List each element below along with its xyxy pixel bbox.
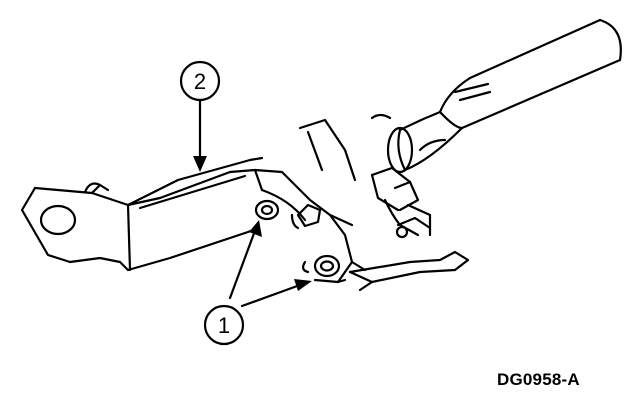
arrowhead-1b [294, 279, 312, 291]
fastener-lower [301, 254, 341, 278]
callout-circle-2 [179, 60, 221, 102]
upper-bracket-tab [298, 118, 357, 182]
callout-label-2: 2 [194, 69, 206, 94]
bracket-arm [20, 156, 264, 272]
callout-circle-1 [203, 304, 245, 346]
callout-label-1: 1 [218, 313, 230, 338]
arrowhead-1a [249, 220, 262, 237]
callout-leaders [198, 98, 302, 308]
arrowhead-2 [193, 156, 207, 172]
mounting-plate [253, 168, 367, 284]
lever-arm [348, 250, 470, 292]
steering-column-tube [370, 18, 622, 174]
figure-id: DG0958-A [497, 370, 580, 389]
lock-housing [370, 166, 432, 239]
arrowheads [193, 156, 312, 291]
fastener-upper [254, 199, 280, 221]
stud-center [290, 203, 322, 230]
